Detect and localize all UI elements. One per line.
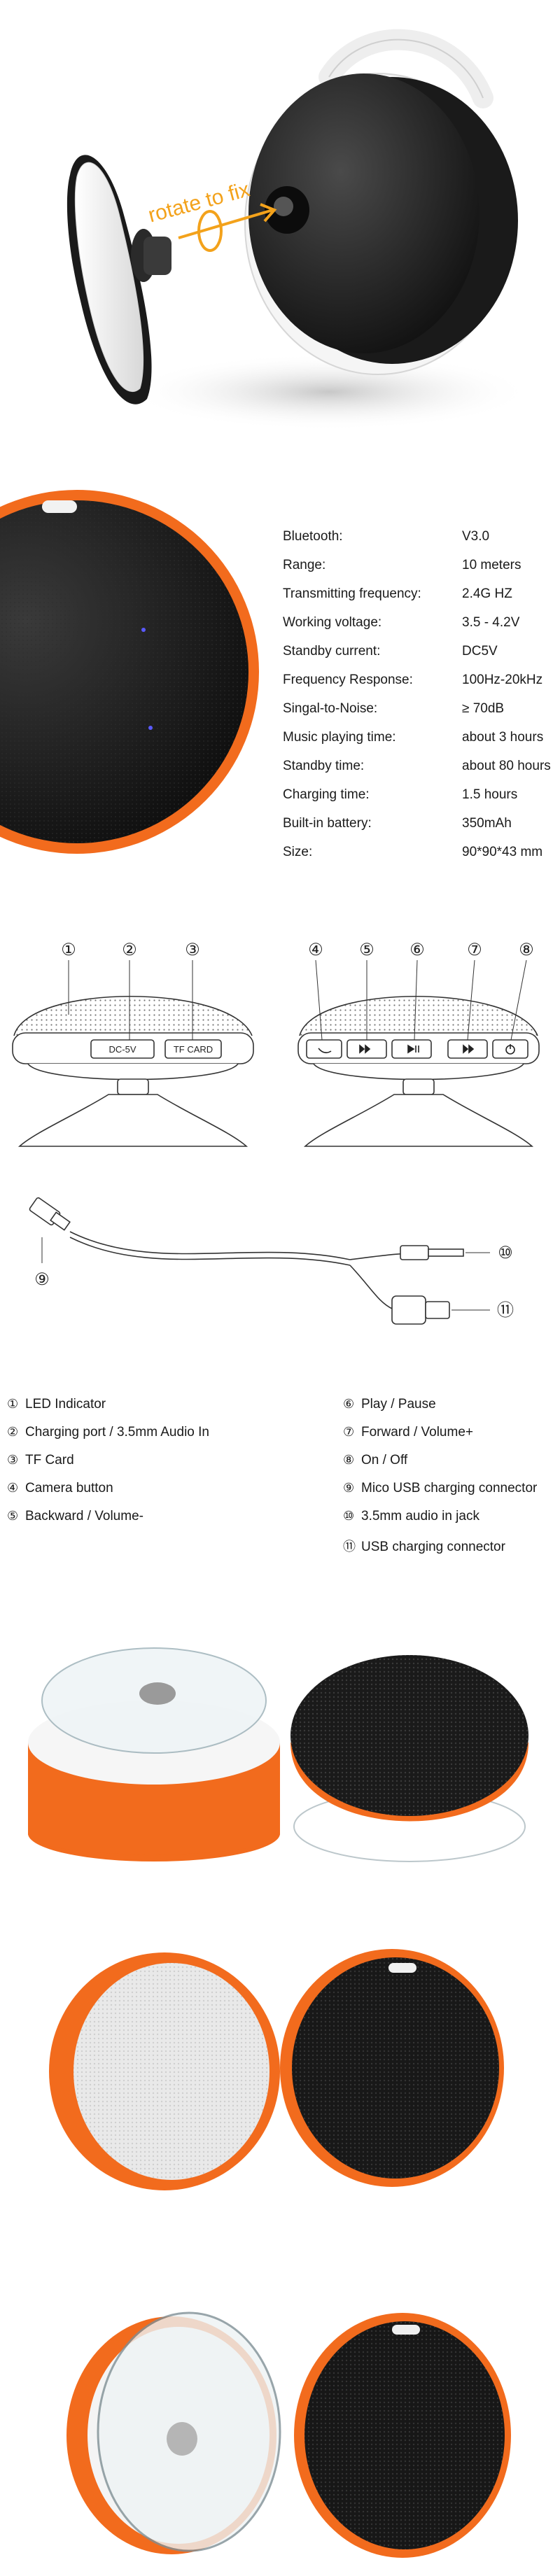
callout-5: ⑤: [359, 940, 374, 959]
callout-6: ⑥: [410, 940, 425, 959]
diagram-speaker-right: [298, 995, 540, 1147]
spec-row: Standby time:about 80 hours: [283, 759, 551, 773]
spec-row: Frequency Response:100Hz-20kHz: [283, 673, 543, 687]
diagram-speaker-left: [12, 995, 254, 1147]
spec-row: Charging time:1.5 hours: [283, 787, 518, 802]
black-speaker-mesh: [292, 1957, 499, 2179]
callout-8: ⑧: [519, 940, 534, 959]
callout-1: ①: [61, 940, 76, 959]
diagram-illustration: DC-5V TF CARD: [12, 940, 540, 1325]
callout-9: ⑨: [34, 1269, 50, 1289]
play-pause-icon: [407, 1044, 419, 1054]
spec-row: Transmitting frequency:2.4G HZ: [283, 586, 512, 601]
spec-row: Bluetooth:V3.0: [283, 529, 490, 544]
white-speaker-mesh: [74, 1963, 270, 2180]
photo-panel-3: [0, 2274, 560, 2576]
callout-3: ③: [185, 940, 200, 959]
leader-lines: [68, 959, 527, 1041]
spec-row: Size:90*90*43 mm: [283, 845, 543, 859]
spec-row: Music playing time:about 3 hours: [283, 730, 544, 745]
callout-4: ④: [308, 940, 323, 959]
photo-panel-1: [0, 1624, 560, 1889]
callout-11: ⑪: [497, 1300, 514, 1320]
specs-speaker-illustration: [0, 490, 259, 854]
photo-speakers-front: [49, 1949, 504, 2190]
hero-panel: rotate to fix: [0, 0, 560, 462]
diagram-button-icons: [318, 1044, 515, 1055]
spec-row: Working voltage:3.5 - 4.2V: [283, 615, 520, 630]
backward-icon: [359, 1044, 371, 1054]
port-label-tf: TF CARD: [174, 1044, 213, 1055]
spec-row: Built-in battery:350mAh: [283, 816, 512, 831]
callout-2: ②: [122, 940, 137, 959]
spec-row: Range:10 meters: [283, 558, 522, 572]
right-speaker-mesh: [290, 1655, 528, 1816]
spec-row: Singal-to-Noise:≥ 70dB: [283, 701, 505, 716]
diagram-panel: DC-5V TF CARD: [0, 910, 560, 1365]
port-label-dc: DC-5V: [108, 1044, 136, 1055]
cable-leaders: [41, 1237, 490, 1311]
photo-speakers-suction: [28, 1647, 528, 1862]
callout-10: ⑩: [498, 1243, 513, 1262]
hero-shadow: [126, 353, 532, 430]
suction-cup: [66, 155, 172, 404]
forward-icon: [463, 1044, 475, 1054]
photo-speakers-back: [66, 2311, 511, 2558]
photo-panel-2: [0, 1931, 560, 2211]
spec-row: Standby current:DC5V: [283, 644, 498, 659]
phone-icon: [318, 1048, 332, 1054]
dark-speaker-mesh: [304, 2321, 505, 2549]
hero-illustration: rotate to fix: [66, 29, 532, 430]
rotate-arrow-icon: [178, 203, 277, 252]
hero-speaker: [244, 29, 518, 375]
specs-panel: Bluetooth:V3.0 Range:10 meters Transmitt…: [0, 462, 560, 896]
diagram-cable: [29, 1197, 464, 1325]
callout-7: ⑦: [467, 940, 482, 959]
